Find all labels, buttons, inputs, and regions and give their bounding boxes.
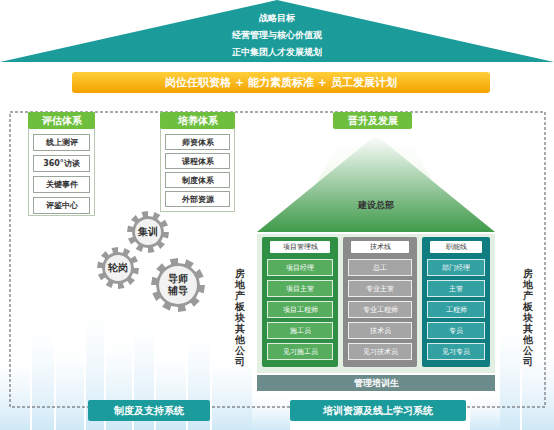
label-text: 项目工程师: [283, 305, 318, 315]
roof-banner: 战略目标经营管理与核心价值观正中集团人才发展规划: [0, 0, 554, 64]
label-text: 技术员: [370, 326, 391, 336]
label-text: 工程师: [446, 305, 467, 315]
gear-outline: [127, 211, 169, 253]
label-text: 360°访谈: [43, 158, 80, 169]
list-item: 师资体系: [165, 134, 230, 150]
career-column: 技术线总工专业主管专业工程师技术员见习技术员: [343, 237, 417, 367]
roof-triangle: [257, 135, 495, 232]
support-bar: 制度及支持系统: [88, 400, 210, 421]
label-text: 线上测评: [46, 137, 78, 148]
label-text: 专业主管: [366, 284, 394, 294]
headquarters-building: 建设总部项目管理线项目经理项目主管项目工程师施工员见习施工员技术线总工专业主管专…: [257, 135, 495, 393]
label-text: 培养体系: [160, 112, 235, 129]
label-text: 房地产板块其他公司: [235, 268, 245, 367]
side-label: 房地产板块其他公司: [230, 262, 250, 372]
label-text: 见习专员: [442, 347, 470, 357]
position-box: 专业工程师: [348, 301, 412, 318]
label-text: 房地产板块其他公司: [523, 268, 533, 367]
position-box: 施工员: [267, 322, 333, 339]
label-text: 职能线: [430, 241, 482, 253]
label-text: 管理培训生: [354, 377, 399, 390]
system-panel: 评估体系线上测评 360°访谈关键事件评鉴中心: [28, 112, 95, 216]
label-text: 制度体系: [182, 175, 214, 186]
qualification-band: 岗位任职资格 + 能力素质标准 + 员工发展计划: [72, 72, 490, 93]
position-box: 专业主管: [348, 280, 412, 297]
list-item: 外部资源: [165, 191, 230, 207]
career-column: 项目管理线项目经理项目主管项目工程师施工员见习施工员: [262, 237, 338, 367]
gear-hub: [159, 266, 197, 304]
label-text: 技术线: [351, 241, 409, 253]
gear-node: 轮岗: [96, 246, 140, 290]
label-text: 总工: [373, 263, 387, 273]
label-text: 正中集团人才发展规划: [232, 44, 322, 61]
label-text: 岗位任职资格 + 能力素质标准 + 员工发展计划: [165, 75, 397, 90]
label-text: 见习技术员: [363, 347, 398, 357]
label-text: 评鉴中心: [46, 200, 78, 211]
support-bar: 培训资源及线上学习系统: [290, 400, 466, 421]
trainee-bar: 管理培训生: [257, 375, 495, 391]
gear-node: 导师辅导: [150, 257, 206, 313]
gear-outline: [97, 247, 139, 289]
label-text: 主管: [449, 284, 463, 294]
position-box: 项目主管: [267, 280, 333, 297]
dashed-region: [10, 112, 545, 407]
gear-node: 集训: [126, 210, 170, 254]
goal-box: 晋升及发展: [333, 112, 412, 129]
label-text: 项目主管: [286, 284, 314, 294]
list-item: 课程体系: [165, 153, 230, 169]
label-text: 施工员: [290, 326, 311, 336]
label-text: 项目经理: [286, 263, 314, 273]
label-text: 外部资源: [182, 194, 214, 205]
position-box: 工程师: [427, 301, 485, 318]
gear-hub: [105, 255, 131, 281]
position-box: 专员: [427, 322, 485, 339]
label-text: 经营管理与核心价值观: [232, 27, 322, 44]
position-box: 见习专员: [427, 343, 485, 360]
system-panel: 培养体系师资体系课程体系制度体系外部资源: [160, 112, 235, 212]
label-text: 集训: [138, 226, 158, 238]
label-text: 师资体系: [182, 137, 214, 148]
label-text: 评估体系: [28, 112, 95, 129]
list-item: 360°访谈: [33, 155, 90, 172]
list-item: 关键事件: [33, 176, 90, 193]
label-text: 关键事件: [46, 179, 78, 190]
position-box: 项目工程师: [267, 301, 333, 318]
list-item: 评鉴中心: [33, 197, 90, 214]
label-text: 部门经理: [442, 263, 470, 273]
gear-hub: [135, 219, 161, 245]
label-text: 制度及支持系统: [114, 404, 184, 418]
position-box: 技术员: [348, 322, 412, 339]
career-column: 职能线部门经理主管工程师专员见习专员: [422, 237, 490, 367]
list-item: 线上测评: [33, 134, 90, 151]
label-text: 专业工程师: [363, 305, 398, 315]
label-text: 轮岗: [108, 262, 128, 274]
label-text: 培训资源及线上学习系统: [323, 404, 433, 418]
label-text: 导师辅导: [166, 273, 190, 297]
building-base: [257, 234, 495, 373]
position-box: 见习技术员: [348, 343, 412, 360]
side-label: 房地产板块其他公司: [518, 262, 538, 372]
label-text: 见习施工员: [283, 347, 318, 357]
gear-outline: [151, 258, 205, 312]
roof-triangle: [0, 0, 554, 62]
position-box: 项目经理: [267, 259, 333, 276]
position-box: 部门经理: [427, 259, 485, 276]
position-box: 见习施工员: [267, 343, 333, 360]
label-text: 建设总部: [257, 199, 495, 212]
list-item: 制度体系: [165, 172, 230, 188]
position-box: 主管: [427, 280, 485, 297]
label-text: 晋升及发展: [348, 114, 398, 128]
label-text: 专员: [449, 326, 463, 336]
label-text: 战略目标: [259, 10, 295, 27]
position-box: 总工: [348, 259, 412, 276]
label-text: 课程体系: [182, 156, 214, 167]
label-text: 项目管理线: [270, 241, 330, 253]
